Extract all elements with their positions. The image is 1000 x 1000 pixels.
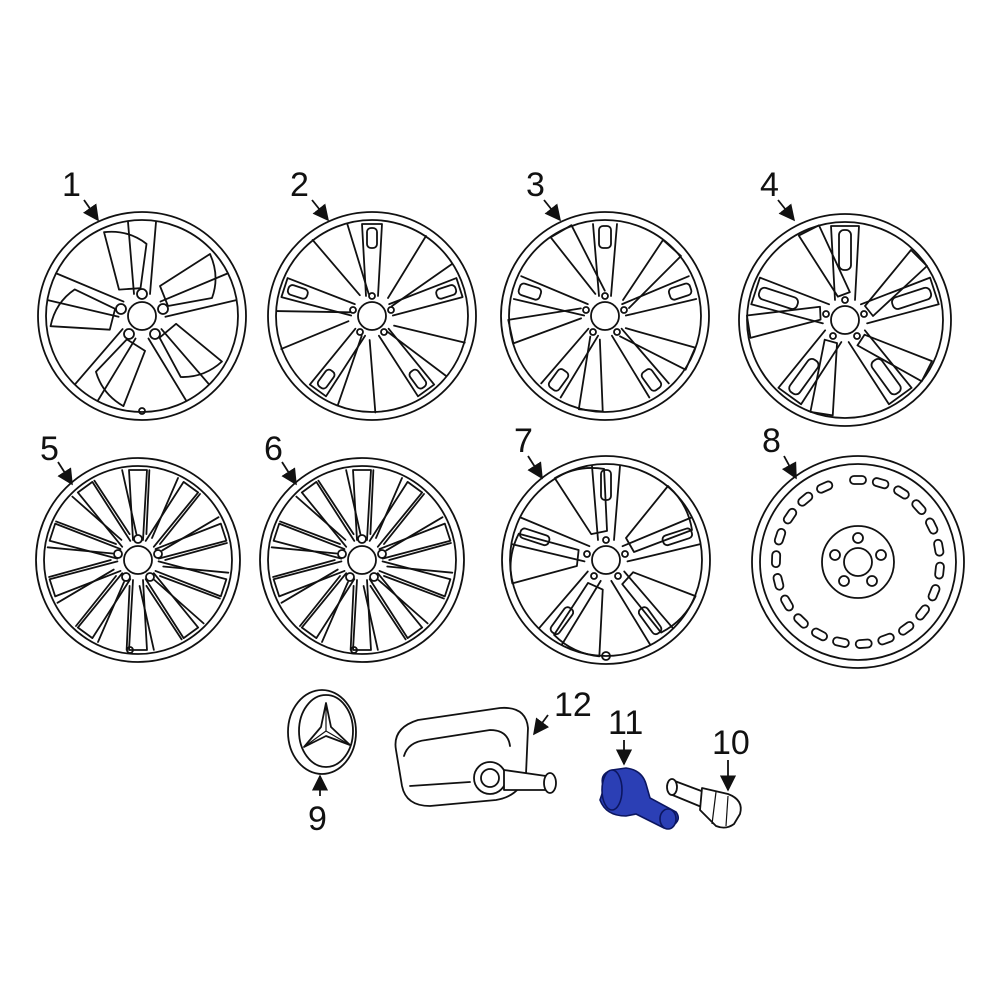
wheel-5[interactable] xyxy=(32,449,244,671)
callout-8: 8 xyxy=(762,422,781,460)
wheel-4[interactable] xyxy=(722,212,961,446)
callout-10: 10 xyxy=(712,724,750,762)
callout-12: 12 xyxy=(554,686,592,724)
callout-6: 6 xyxy=(264,430,283,468)
callout-3: 3 xyxy=(526,166,545,204)
wheel-3[interactable] xyxy=(488,211,717,437)
valve-stem[interactable] xyxy=(599,767,680,830)
callout-4: 4 xyxy=(760,166,779,204)
callout-2: 2 xyxy=(290,166,309,204)
tpms-sensor[interactable] xyxy=(394,706,557,807)
center-cap[interactable] xyxy=(287,689,357,775)
wheel-2[interactable] xyxy=(252,210,486,439)
callout-1: 1 xyxy=(62,166,81,204)
wheel-8[interactable] xyxy=(751,455,965,669)
callout-5: 5 xyxy=(40,430,59,468)
callout-9: 9 xyxy=(308,800,327,838)
wheel-7[interactable] xyxy=(480,448,723,688)
wheel-1[interactable] xyxy=(37,211,247,421)
callout-7: 7 xyxy=(514,422,533,460)
callout-11: 11 xyxy=(608,704,643,742)
valve-cap[interactable] xyxy=(666,778,742,829)
wheel-6[interactable] xyxy=(256,449,468,671)
